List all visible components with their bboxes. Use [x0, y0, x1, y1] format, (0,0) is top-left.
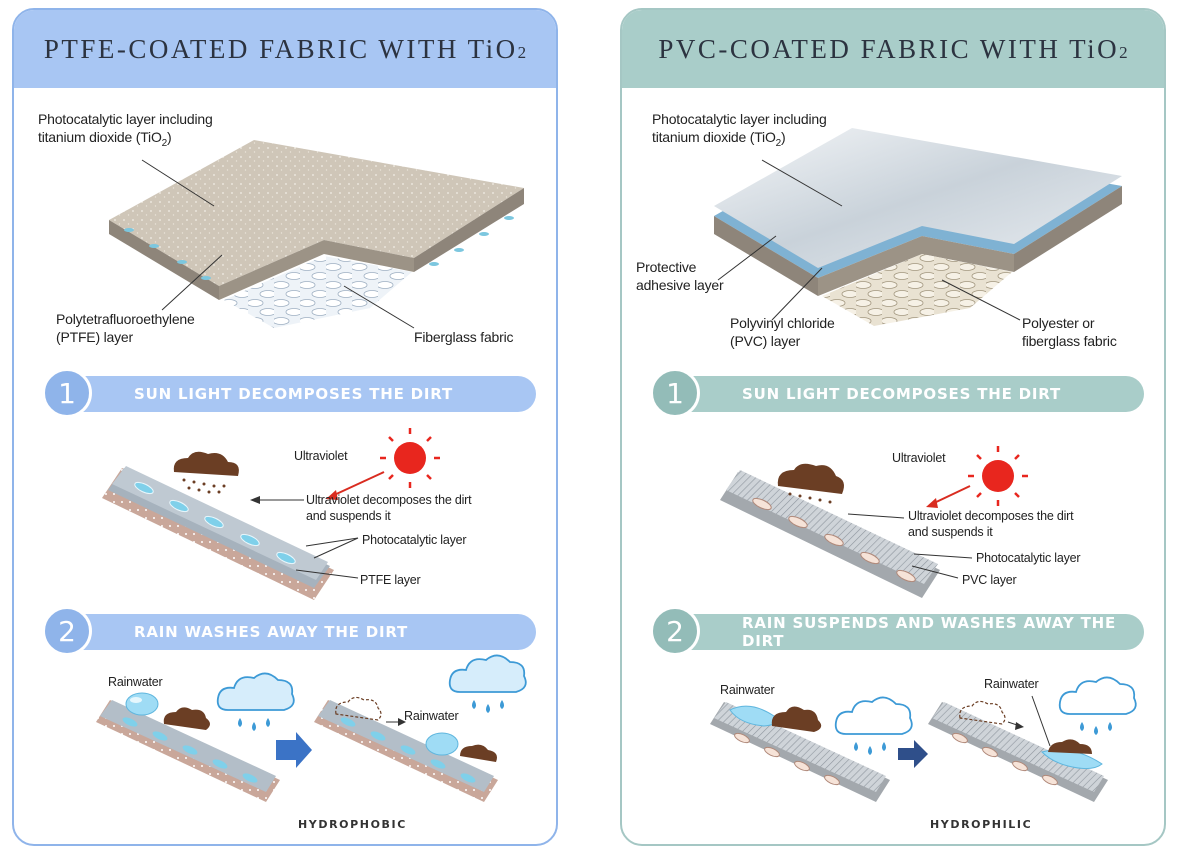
ptfe-title-text: PTFE-COATED FABRIC WITH TiO: [43, 33, 518, 64]
pvc-step2-number: 2: [650, 606, 700, 656]
pvc-step1-layer-diagram: [720, 446, 1028, 598]
pvc-illustrations: [710, 128, 1137, 802]
ptfe-step2-title: RAIN WASHES AWAY THE DIRT: [134, 623, 409, 641]
pvc-title-text: PVC-COATED FABRIC WITH TiO: [658, 33, 1120, 64]
arrow-right-icon: [276, 732, 312, 768]
ptfe-step1-title: SUN LIGHT DECOMPOSES THE DIRT: [134, 385, 454, 403]
cloud-icon: [216, 672, 295, 731]
ptfe-cutaway-slab: [109, 140, 524, 328]
ptfe-decompose-label: Ultraviolet decomposes the dirt and susp…: [306, 493, 472, 523]
ptfe-step2-bar: RAIN WASHES AWAY THE DIRT: [62, 614, 536, 650]
pvc-cutaway-slab: [714, 128, 1122, 326]
dirt-blob-icon: [173, 451, 239, 476]
pvc-ultraviolet-label: Ultraviolet: [892, 451, 946, 465]
pvc-step1-base-label: PVC layer: [962, 573, 1017, 587]
pvc-step2-title: RAIN SUSPENDS AND WASHES AWAY THE DIRT: [742, 614, 1117, 650]
ptfe-step2-number: 2: [42, 606, 92, 656]
hydrophobic-label: HYDROPHOBIC: [298, 818, 407, 831]
polyester-fabric-label: Polyester or fiberglass fabric: [1022, 315, 1117, 349]
ptfe-rainwater-label-2: Rainwater: [404, 709, 459, 723]
ptfe-title-sub: 2: [517, 43, 527, 62]
ptfe-illustrations: [96, 140, 527, 802]
pvc-rainwater-label-1: Rainwater: [720, 683, 775, 697]
water-drop-icon: [125, 692, 159, 716]
ptfe-step2-wash-diagram: [96, 654, 527, 802]
pvc-layer-label: Polyvinyl chloride (PVC) layer: [730, 315, 835, 349]
pvc-sun-icon: [968, 446, 1028, 506]
fiberglass-fabric-label: Fiberglass fabric: [414, 329, 514, 345]
ptfe-step1-photo-label: Photocatalytic layer: [362, 533, 467, 547]
pvc-decompose-label: Ultraviolet decomposes the dirt and susp…: [908, 509, 1074, 539]
pvc-step1-bar: SUN LIGHT DECOMPOSES THE DIRT: [670, 376, 1144, 412]
pvc-photocatalytic-label: Photocatalytic layer including titanium …: [652, 111, 827, 149]
pvc-cloud-icon: [834, 696, 913, 735]
hydrophilic-label: HYDROPHILIC: [930, 818, 1033, 831]
pvc-step1-number: 1: [650, 368, 700, 418]
pvc-rainwater-label-2: Rainwater: [984, 677, 1039, 691]
pvc-step1-title: SUN LIGHT DECOMPOSES THE DIRT: [742, 385, 1062, 403]
ptfe-photocatalytic-label: Photocatalytic layer including titanium …: [38, 111, 213, 149]
pvc-arrow-right-icon: [898, 740, 928, 768]
ptfe-step1-bar: SUN LIGHT DECOMPOSES THE DIRT: [62, 376, 536, 412]
ptfe-step1-layer-diagram: [102, 428, 440, 600]
pvc-step2-wash-diagram: [710, 676, 1137, 802]
ptfe-ultraviolet-label: Ultraviolet: [294, 449, 348, 463]
ptfe-step1-base-label: PTFE layer: [360, 573, 421, 587]
ptfe-layer-label: Polytetrafluoroethylene (PTFE) layer: [56, 311, 195, 345]
sun-icon: [380, 428, 440, 488]
pvc-title-sub: 2: [1119, 43, 1128, 62]
ptfe-step1-number: 1: [42, 368, 92, 418]
pvc-step2-bar: RAIN SUSPENDS AND WASHES AWAY THE DIRT: [670, 614, 1144, 650]
protective-adhesive-label: Protective adhesive layer: [636, 259, 724, 293]
ptfe-rainwater-label-1: Rainwater: [108, 675, 163, 689]
pvc-step1-photo-label: Photocatalytic layer: [976, 551, 1081, 565]
